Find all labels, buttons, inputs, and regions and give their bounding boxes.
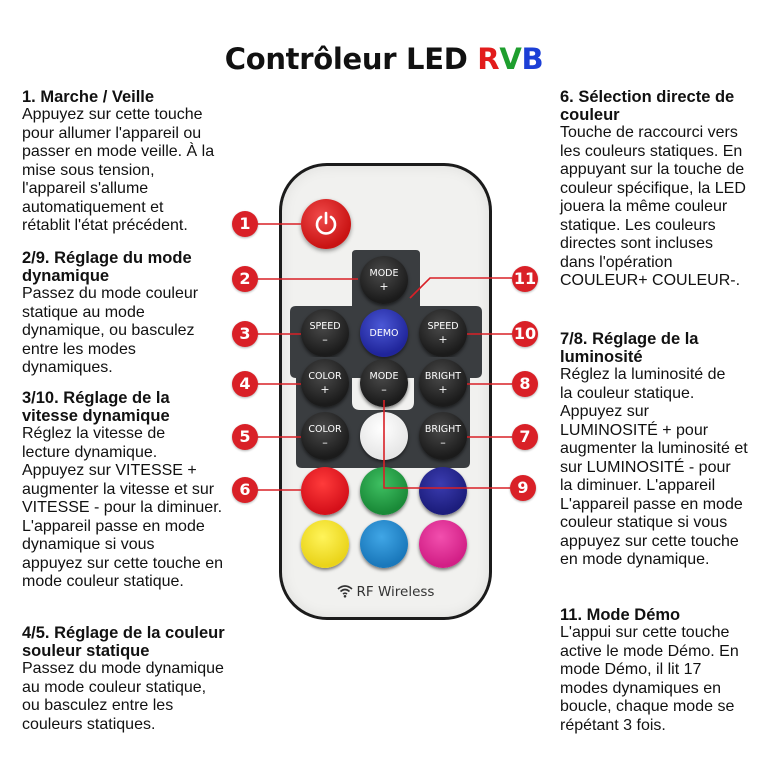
speed-down-button[interactable]: SPEED–	[301, 309, 349, 357]
section-heading: 1. Marche / Veille	[22, 88, 155, 106]
rf-wireless-label: RF Wireless	[279, 584, 492, 600]
power-icon	[315, 211, 337, 235]
callout-badge-6: 6	[232, 477, 258, 503]
blue-color-button[interactable]	[419, 467, 467, 515]
wireless-icon	[337, 585, 353, 598]
section-power: 1. Marche / Veille Appuyez sur cette tou…	[22, 88, 272, 236]
callout-badge-4: 4	[232, 371, 258, 397]
speed-up-button[interactable]: SPEED+	[419, 309, 467, 357]
mode-down-button[interactable]: MODE–	[360, 359, 408, 407]
pink-color-button[interactable]	[419, 520, 467, 568]
power-button[interactable]	[301, 199, 351, 249]
callout-badge-8: 8	[512, 371, 538, 397]
page-title: Contrôleur LED RVB	[224, 42, 544, 76]
demo-button[interactable]: DEMO	[360, 309, 408, 357]
callout-badge-5: 5	[232, 424, 258, 450]
bright-down-button[interactable]: BRIGHT–	[419, 412, 467, 460]
callout-badge-10: 10	[512, 321, 538, 347]
yellow-color-button[interactable]	[301, 520, 349, 568]
section-heading: 11. Mode Démo	[560, 606, 681, 624]
red-color-button[interactable]	[301, 467, 349, 515]
mode-up-button[interactable]: MODE+	[360, 256, 408, 304]
callout-badge-3: 3	[232, 321, 258, 347]
callout-badge-7: 7	[512, 424, 538, 450]
callout-badge-1: 1	[232, 211, 258, 237]
sky-blue-color-button[interactable]	[360, 520, 408, 568]
callout-badge-11: 11	[512, 266, 538, 292]
bright-up-button[interactable]: BRIGHT+	[419, 359, 467, 407]
color-down-button[interactable]: COLOR–	[301, 412, 349, 460]
callout-badge-2: 2	[232, 266, 258, 292]
color-up-button[interactable]: COLOR+	[301, 359, 349, 407]
callout-badge-9: 9	[510, 475, 536, 501]
